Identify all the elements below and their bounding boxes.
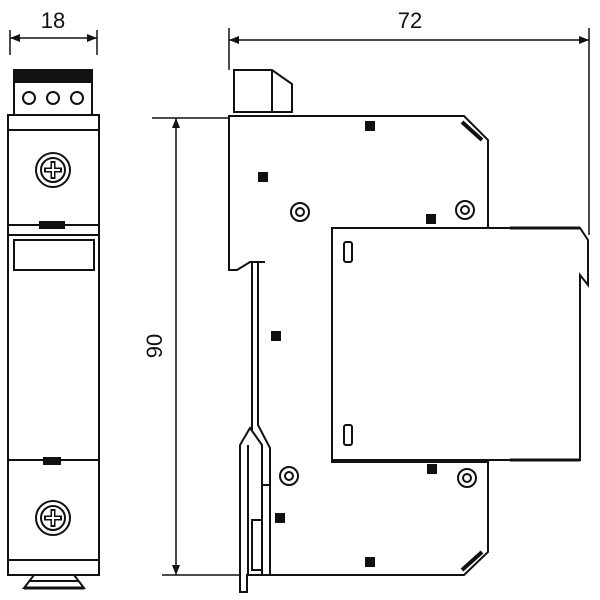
side-housing [228,115,489,576]
module-slot [343,241,353,263]
side-view [228,69,589,593]
front-view [7,30,100,590]
rivet [275,513,285,523]
terminal-hole [22,91,36,105]
dimension-width-side [228,28,590,235]
screw-icon [279,466,299,486]
rivet [365,557,375,567]
dimension-label-72: 72 [398,8,422,33]
rivet [427,464,437,474]
terminal-hole [46,91,60,105]
terminal-hole [70,91,84,105]
indicator-window [13,239,95,271]
rivet [365,121,375,131]
screw-icon [35,500,71,536]
rivet [426,214,436,224]
screw-icon [290,202,310,222]
side-terminal [233,69,293,113]
rivet [258,172,268,182]
side-module-box [331,227,589,461]
dimension-width-front [9,30,98,55]
screw-icon [35,152,71,188]
dimension-height [152,117,250,576]
dimension-label-18: 18 [41,8,65,33]
rivet [271,331,281,341]
module-slot [343,424,353,446]
screw-icon [457,468,477,488]
dimension-label-90: 90 [142,334,167,358]
screw-icon [455,200,475,220]
